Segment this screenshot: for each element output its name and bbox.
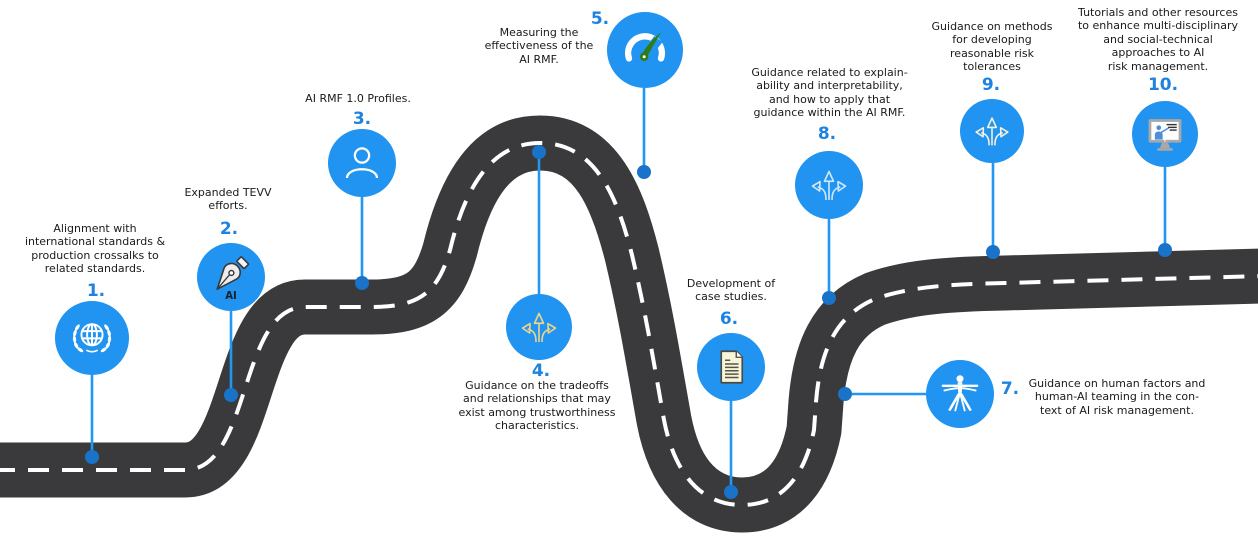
milestone-3-number: 3. [352, 109, 372, 129]
pen-ai-label: AI [225, 291, 237, 302]
person-icon [345, 147, 379, 179]
milestone-9-label: Guidance on methods for developing reaso… [931, 20, 1053, 74]
milestone-1-label: Alignment with international standards &… [24, 222, 166, 276]
milestone-6-label: Development of case studies. [686, 277, 776, 304]
monitor-presentation-icon [1148, 119, 1182, 151]
milestone-10-label: Tutorials and other resources to enhance… [1077, 6, 1239, 73]
connector-lines [90, 88, 1167, 492]
branch-arrows-icon [975, 117, 1009, 146]
vitruvian-man-icon [941, 375, 979, 412]
milestone-7-number: 7. [1000, 379, 1020, 399]
milestone-4-number: 4. [531, 361, 551, 381]
document-icon [720, 350, 744, 384]
road-marker-dot-5 [637, 165, 651, 179]
milestone-2-label: Expanded TEVV efforts. [184, 186, 272, 213]
road-marker-dot-1 [85, 450, 99, 464]
road-marker-dot-7 [838, 387, 852, 401]
milestone-5-label: Measuring the effectiveness of the AI RM… [484, 26, 594, 66]
road-marker-dot-10 [1158, 243, 1172, 257]
milestone-6-number: 6. [719, 309, 739, 329]
branch-arrows-icon [811, 170, 847, 201]
road-marker-dot-4 [532, 145, 546, 159]
road-marker-dot-8 [822, 291, 836, 305]
milestone-1-number: 1. [86, 281, 106, 301]
gauge-icon [625, 32, 665, 62]
globe-laurel-icon [72, 323, 112, 353]
milestone-10-number: 10. [1147, 75, 1179, 95]
fountain-pen-icon: AI [216, 256, 250, 302]
road-centerline [0, 140, 1258, 508]
road-marker-dot-3 [355, 276, 369, 290]
road-marker-dots [85, 145, 1172, 499]
road-marker-dot-9 [986, 245, 1000, 259]
milestone-8-number: 8. [817, 124, 837, 144]
milestone-9-number: 9. [981, 75, 1001, 95]
milestone-7-label: Guidance on human factors and human-AI t… [1028, 377, 1206, 417]
branch-arrows-icon [521, 312, 557, 343]
milestone-2-number: 2. [219, 219, 239, 239]
road-marker-dot-6 [724, 485, 738, 499]
milestone-5-number: 5. [590, 9, 610, 29]
milestone-3-label: AI RMF 1.0 Profiles. [305, 92, 411, 105]
milestone-4-label: Guidance on the tradeoffs and relationsh… [458, 379, 616, 433]
road-marker-dot-2 [224, 388, 238, 402]
milestone-8-label: Guidance related to explain- ability and… [751, 66, 908, 120]
